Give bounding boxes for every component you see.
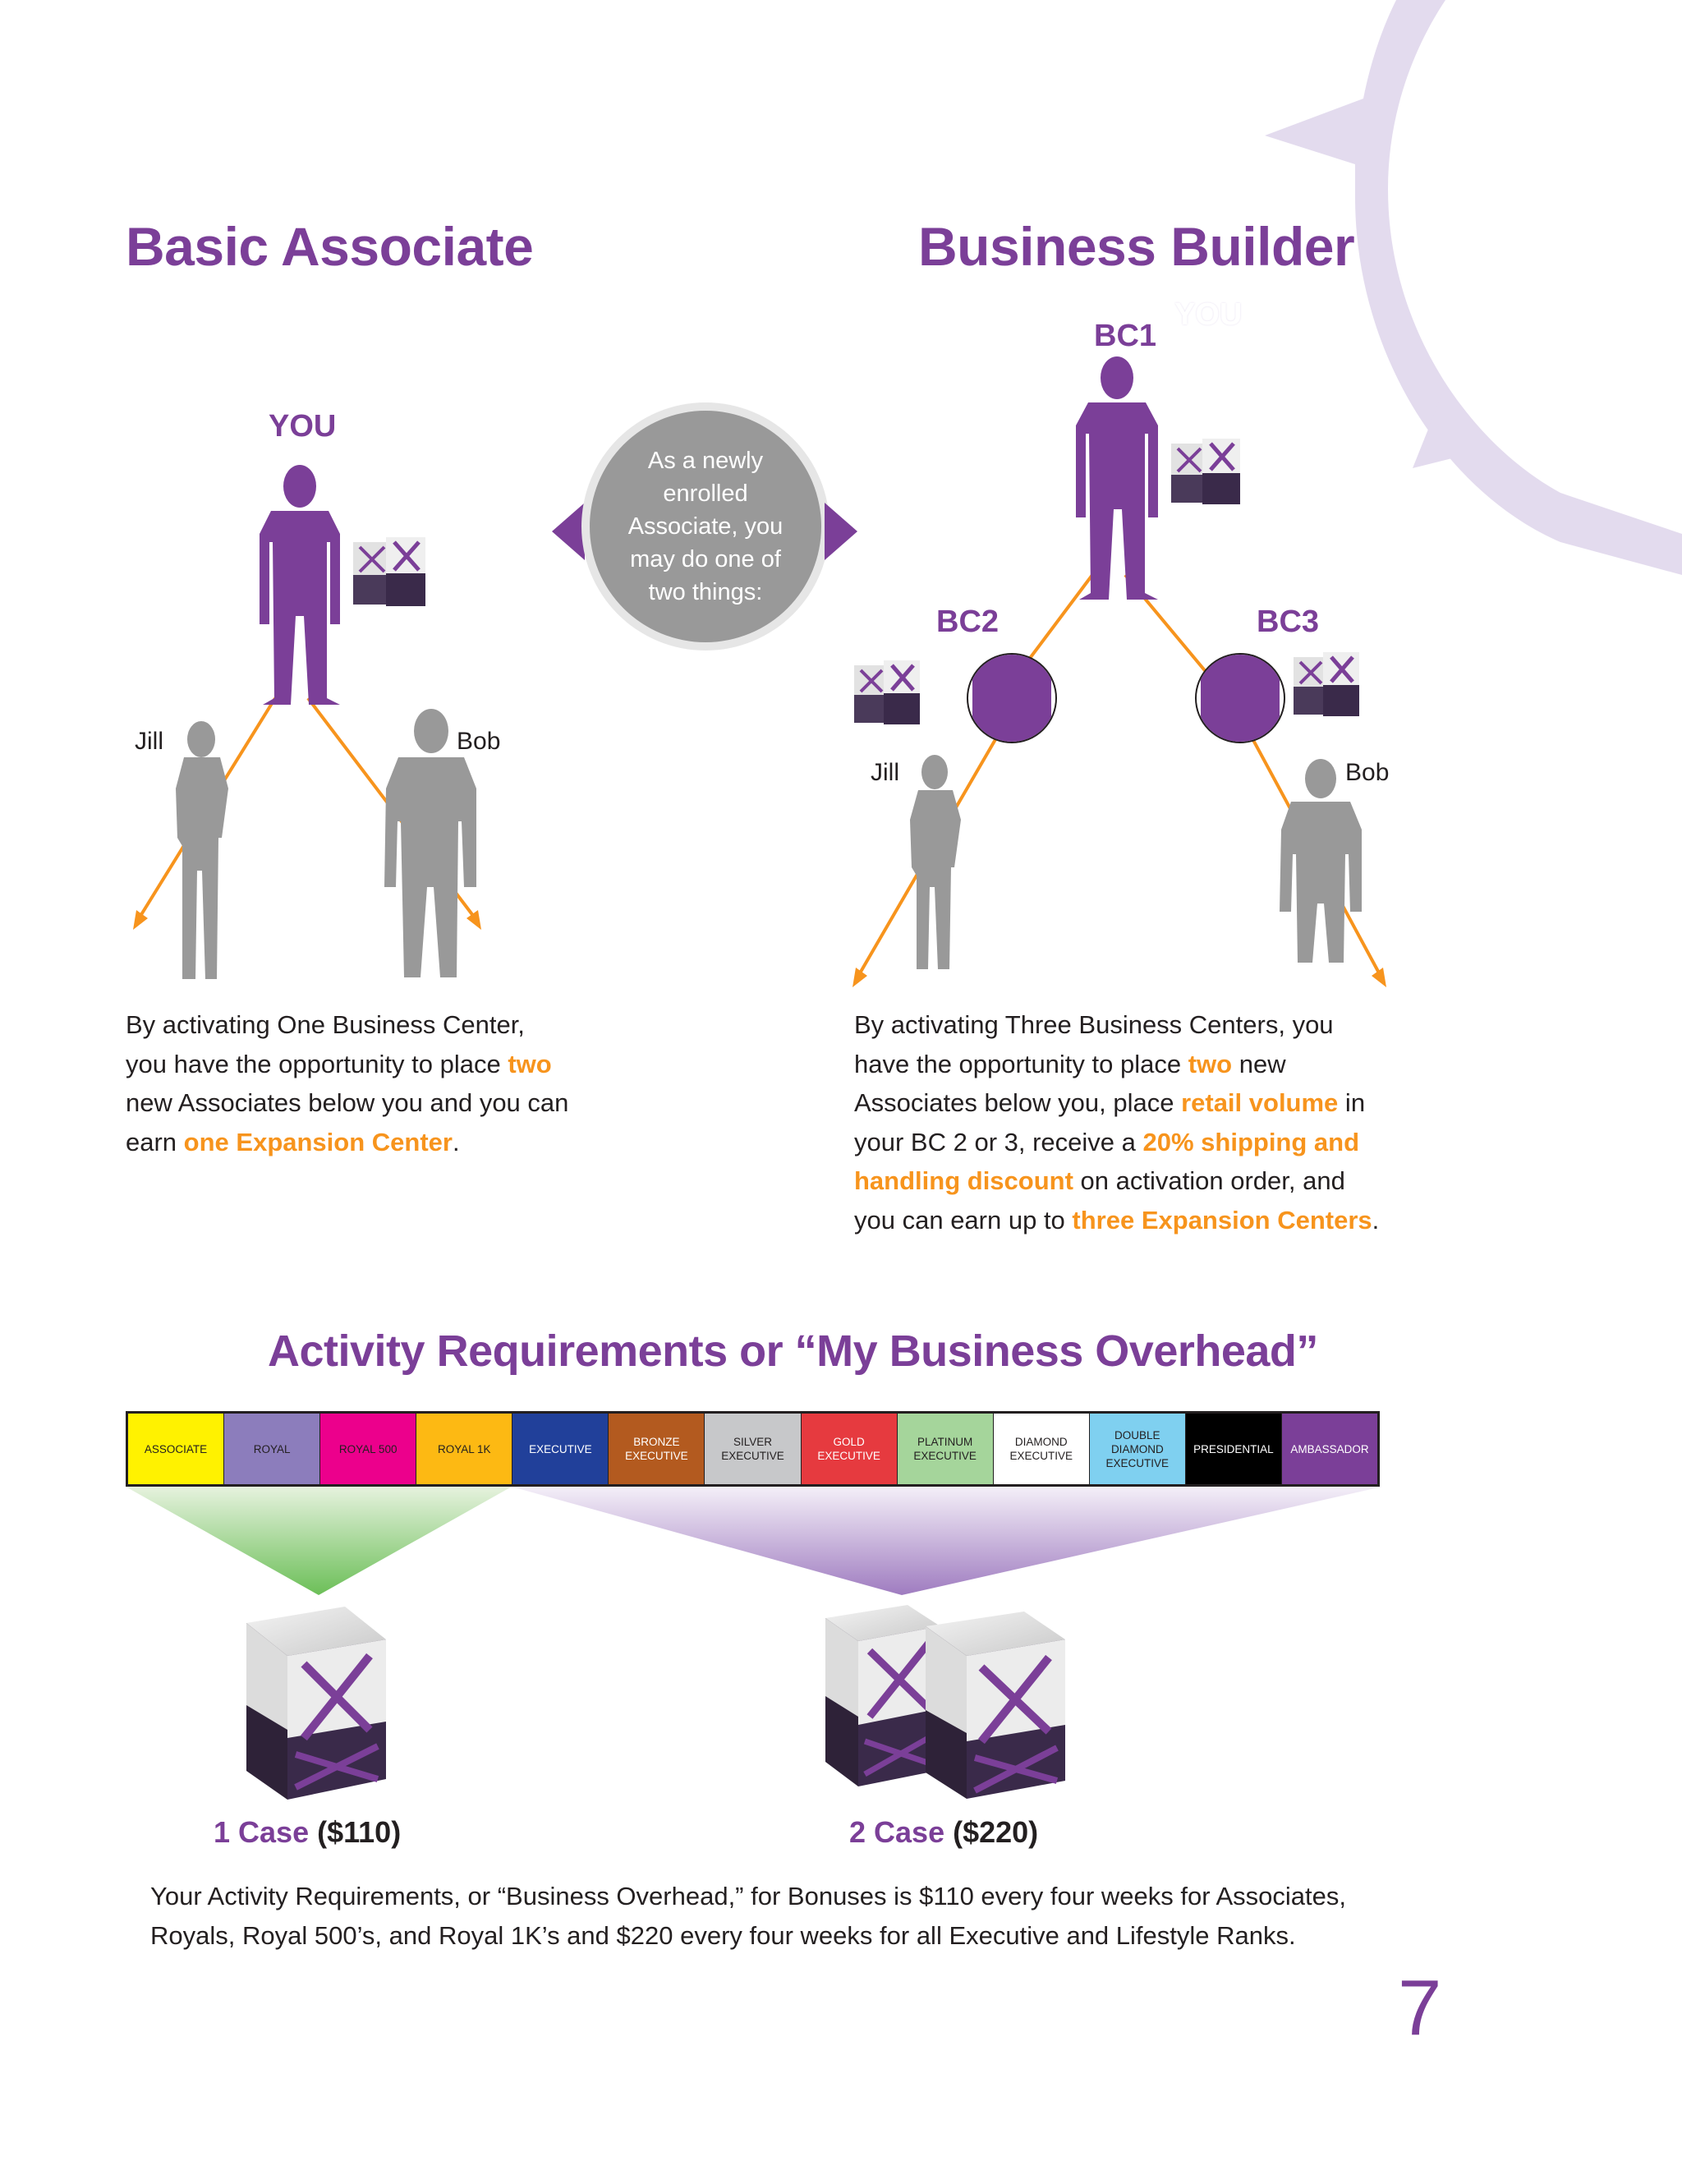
executive-funnel (512, 1487, 1382, 1595)
two-case-name: 2 Case (849, 1815, 945, 1849)
rank-cell-ambassador: AMBASSADOR (1281, 1414, 1378, 1484)
two-case-price: ($220) (953, 1815, 1039, 1849)
text-segment: new Associates below you and you can ear… (126, 1088, 569, 1156)
bc3-man-silhouette (1195, 653, 1285, 743)
activity-requirements-title: Activity Requirements or “My Business Ov… (268, 1326, 1318, 1376)
jill-woman-silhouette (176, 721, 228, 979)
rank-cell-royal-1k: ROYAL 1K (416, 1414, 513, 1484)
one-case-product-image (246, 1607, 386, 1800)
bob-label-right: Bob (1345, 759, 1390, 786)
bc1-man-silhouette (1076, 356, 1158, 600)
left-genealogy-diagram (133, 465, 481, 979)
page-number: 7 (1398, 1964, 1442, 2052)
rank-cell-executive: EXECUTIVE (512, 1414, 609, 1484)
arrow-down-right-icon (466, 910, 481, 930)
bc1-label: BC1 (1094, 319, 1157, 353)
highlight-one-expansion-center: one Expansion Center (183, 1127, 453, 1156)
jill-woman-silhouette (910, 755, 961, 969)
arrow-down-left-icon (133, 910, 148, 930)
text-segment: on activation order, and you can earn up… (854, 1166, 1345, 1235)
rank-cell-gold-executive: GOLD EXECUTIVE (801, 1414, 898, 1484)
business-builder-title: Business Builder (918, 216, 1355, 277)
highlight-shipping-discount: 20% shipping and handling discount (854, 1127, 1360, 1196)
one-case-price: ($110) (317, 1815, 402, 1849)
rank-funnels (126, 1487, 1382, 1595)
arrow-right-icon (825, 503, 857, 560)
arrow-down-right-icon (1372, 968, 1386, 987)
choice-bubble: As a newly enrolled Associate, you may d… (590, 411, 821, 642)
you-label-right: YOU (1174, 297, 1243, 332)
highlight-retail-volume: retail volume (1181, 1088, 1339, 1117)
activity-summary: Your Activity Requirements, or “Business… (150, 1882, 1346, 1950)
one-case-name: 1 Case (214, 1815, 310, 1849)
rank-cell-silver-executive: SILVER EXECUTIVE (705, 1414, 802, 1484)
rank-cell-associate: ASSOCIATE (128, 1414, 225, 1484)
rank-cell-royal: ROYAL (224, 1414, 321, 1484)
text-segment: . (1372, 1205, 1380, 1235)
bob-man-silhouette (384, 709, 476, 977)
highlight-two: two (1188, 1049, 1233, 1078)
text-segment: . (452, 1127, 460, 1156)
two-case-product-image (825, 1605, 1065, 1799)
one-case-label: 1 Case ($110) (214, 1815, 401, 1850)
business-builder-description: By activating Three Business Centers, yo… (854, 1005, 1380, 1239)
rank-cell-diamond-executive: DIAMOND EXECUTIVE (993, 1414, 1090, 1484)
jill-label-right: Jill (871, 759, 899, 786)
bc2-man-silhouette (967, 653, 1057, 743)
jill-label-left: Jill (135, 728, 163, 755)
basic-associate-description: By activating One Business Center, you h… (126, 1005, 569, 1161)
text-segment: in your BC 2 or 3, receive a (854, 1088, 1366, 1156)
highlight-three-expansion-centers: three Expansion Centers (1072, 1205, 1372, 1235)
you-label-left: YOU (269, 409, 337, 444)
product-case-icon (353, 537, 425, 606)
bc3-label: BC3 (1257, 605, 1320, 639)
rank-cell-presidential: PRESIDENTIAL (1185, 1414, 1282, 1484)
rank-cell-royal-500: ROYAL 500 (320, 1414, 417, 1484)
text-segment: By activating One Business Center, you h… (126, 1010, 525, 1078)
text-segment: By activating Three Business Centers, yo… (854, 1010, 1334, 1078)
bob-label-left: Bob (457, 728, 501, 755)
text-segment: new Associates below you, place (854, 1049, 1286, 1118)
you-man-silhouette (260, 465, 340, 705)
rank-cell-bronze-executive: BRONZE EXECUTIVE (609, 1414, 705, 1484)
product-case-icon (1294, 652, 1359, 716)
bob-man-silhouette (1280, 759, 1362, 963)
bc2-label: BC2 (936, 605, 1000, 639)
two-case-label: 2 Case ($220) (849, 1815, 1038, 1850)
product-case-icon (1171, 439, 1240, 504)
highlight-two: two (508, 1049, 552, 1078)
basic-associate-title: Basic Associate (126, 216, 534, 277)
rank-cell-platinum-executive: PLATINUM EXECUTIVE (897, 1414, 994, 1484)
rank-cell-double-diamond-executive: DOUBLE DIAMOND EXECUTIVE (1089, 1414, 1186, 1484)
product-case-icon (854, 660, 920, 724)
choice-bubble-text: As a newly enrolled Associate, you may d… (627, 448, 784, 605)
associate-funnel (126, 1487, 512, 1595)
arrow-left-icon (552, 503, 585, 560)
arrow-down-left-icon (852, 968, 867, 987)
right-genealogy-diagram (852, 356, 1386, 987)
